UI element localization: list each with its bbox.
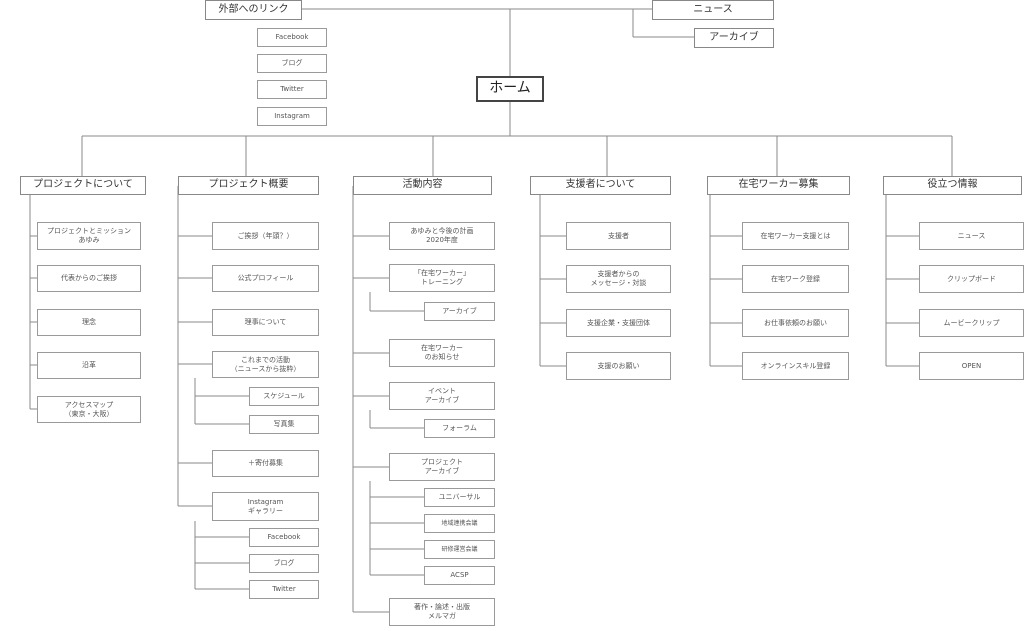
section-overview: プロジェクト概要 — [178, 176, 319, 195]
activities-item-1: あゆみと今後の計画 2020年度 — [389, 222, 495, 250]
useful-item-2: クリップボード — [919, 265, 1024, 293]
recruitment-item-4: オンラインスキル登録 — [742, 352, 849, 380]
external-link-blog: ブログ — [257, 54, 327, 73]
activities-item-5: イベント アーカイブ — [389, 382, 495, 410]
overview-item-6: 写真集 — [249, 415, 319, 434]
activities-item-10: 研修運営会議 — [424, 540, 495, 559]
activities-item-12: 著作・論述・出版 メルマガ — [389, 598, 495, 626]
project-item-1: プロジェクトとミッション あゆみ — [37, 222, 141, 250]
project-item-5: アクセスマップ （東京・大阪） — [37, 396, 141, 423]
project-item-3: 理念 — [37, 309, 141, 336]
project-item-2: 代表からのご挨拶 — [37, 265, 141, 292]
overview-item-7: ＋寄付募集 — [212, 450, 319, 477]
section-recruitment: 在宅ワーカー募集 — [707, 176, 850, 195]
overview-item-9: Facebook — [249, 528, 319, 547]
news-node: ニュース — [652, 0, 774, 20]
overview-item-1: ご挨拶（年頭？） — [212, 222, 319, 250]
activities-item-6: フォーラム — [424, 419, 495, 438]
supporters-item-4: 支援のお願い — [566, 352, 671, 380]
activities-item-11: ACSP — [424, 566, 495, 585]
supporters-item-3: 支援企業・支援団体 — [566, 309, 671, 337]
overview-item-2: 公式プロフィール — [212, 265, 319, 292]
overview-item-4: これまでの活動 （ニュースから抜粋） — [212, 351, 319, 378]
news-archive-node: アーカイブ — [694, 28, 774, 48]
overview-item-10: ブログ — [249, 554, 319, 573]
overview-item-11: Twitter — [249, 580, 319, 599]
supporters-item-2: 支援者からの メッセージ・対談 — [566, 265, 671, 293]
section-project: プロジェクトについて — [20, 176, 146, 195]
activities-item-2: 「在宅ワーカー」 トレーニング — [389, 264, 495, 292]
useful-item-4: OPEN — [919, 352, 1024, 380]
activities-item-9: 地域連携会議 — [424, 514, 495, 533]
external-links-node: 外部へのリンク — [205, 0, 302, 20]
section-useful-info: 役立つ情報 — [883, 176, 1022, 195]
useful-item-3: ムービークリップ — [919, 309, 1024, 337]
recruitment-item-2: 在宅ワーク登録 — [742, 265, 849, 293]
recruitment-item-1: 在宅ワーカー支援とは — [742, 222, 849, 250]
home-node: ホーム — [476, 76, 544, 102]
overview-item-3: 理事について — [212, 309, 319, 336]
useful-item-1: ニュース — [919, 222, 1024, 250]
external-link-facebook: Facebook — [257, 28, 327, 47]
activities-item-8: ユニバーサル — [424, 488, 495, 507]
overview-item-5: スケジュール — [249, 387, 319, 406]
activities-item-4: 在宅ワーカー のお知らせ — [389, 339, 495, 367]
section-activities: 活動内容 — [353, 176, 492, 195]
activities-item-7: プロジェクト アーカイブ — [389, 453, 495, 481]
section-supporters: 支援者について — [530, 176, 671, 195]
project-item-4: 沿革 — [37, 352, 141, 379]
supporters-item-1: 支援者 — [566, 222, 671, 250]
external-link-twitter: Twitter — [257, 80, 327, 99]
recruitment-item-3: お仕事依頼のお願い — [742, 309, 849, 337]
activities-item-3: アーカイブ — [424, 302, 495, 321]
external-link-instagram: Instagram — [257, 107, 327, 126]
overview-item-8: Instagram ギャラリー — [212, 492, 319, 521]
